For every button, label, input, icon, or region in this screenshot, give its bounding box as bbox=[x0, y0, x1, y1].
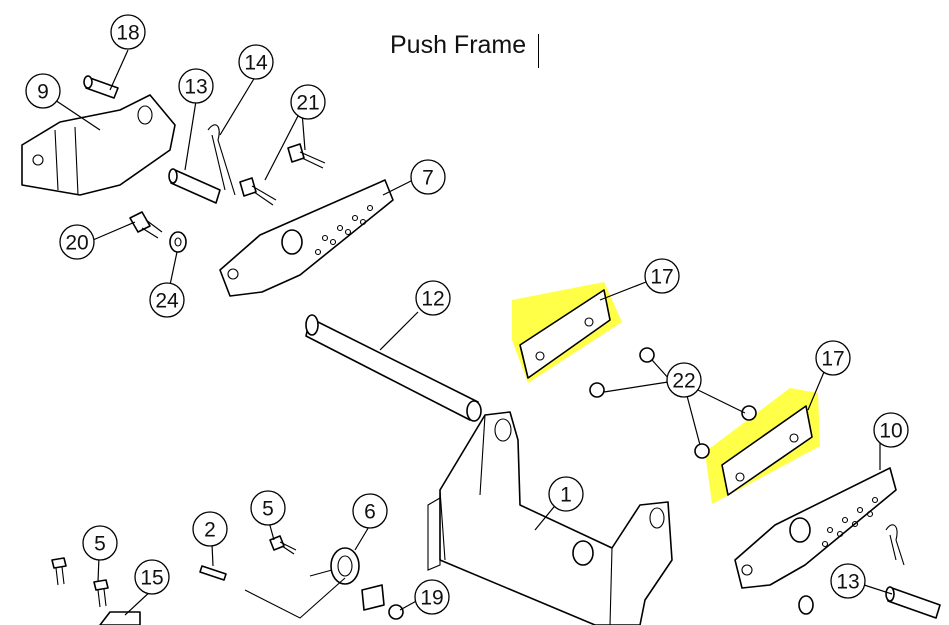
part-21-bolt-a bbox=[287, 143, 326, 169]
callout-circle bbox=[238, 44, 274, 80]
part-21-bolt-b bbox=[239, 177, 277, 206]
part-7-arm bbox=[219, 179, 394, 297]
callout-number: 22 bbox=[672, 370, 695, 393]
callout-12: 12 bbox=[415, 280, 451, 316]
callout-14: 14 bbox=[238, 44, 274, 80]
callout-number: 17 bbox=[650, 266, 673, 289]
callout-22: 22 bbox=[666, 362, 702, 398]
callout-18: 18 bbox=[110, 14, 146, 50]
callout-number: 13 bbox=[184, 76, 207, 99]
part-12-tube bbox=[305, 314, 482, 422]
callout-circle bbox=[149, 282, 185, 318]
callout-number: 17 bbox=[821, 348, 844, 371]
callout-15: 15 bbox=[134, 559, 170, 595]
callout-number: 5 bbox=[262, 498, 274, 521]
callout-number: 24 bbox=[155, 290, 179, 313]
callout-number: 2 bbox=[204, 519, 216, 542]
part-hairpin-lower bbox=[885, 524, 905, 566]
part-10-arm bbox=[734, 467, 897, 589]
part-15-bracket bbox=[99, 611, 141, 625]
part-19-nut bbox=[361, 584, 404, 620]
callout-number: 20 bbox=[65, 232, 88, 255]
part-9-bracket bbox=[21, 94, 176, 196]
callout-number: 1 bbox=[560, 484, 572, 507]
callout-number: 6 bbox=[364, 501, 376, 524]
callout-1: 1 bbox=[548, 476, 584, 512]
callout-21: 21 bbox=[290, 84, 326, 120]
part-2-pin bbox=[199, 565, 227, 581]
part-6-spring bbox=[244, 547, 360, 619]
callout-circle bbox=[250, 490, 286, 526]
text-cursor bbox=[538, 34, 539, 68]
part-14-hairpin bbox=[207, 124, 236, 196]
callout-5: 5 bbox=[82, 525, 118, 561]
part-17-plate-lower bbox=[721, 405, 813, 496]
callout-17: 17 bbox=[815, 340, 851, 376]
callout-circle bbox=[352, 493, 388, 529]
callout-number: 7 bbox=[422, 167, 434, 190]
part-18-pin bbox=[83, 75, 119, 99]
callout-circle bbox=[82, 525, 118, 561]
callout-10: 10 bbox=[873, 412, 909, 448]
callout-2: 2 bbox=[192, 511, 228, 547]
callout-circle bbox=[415, 280, 451, 316]
document-title: Push Frame bbox=[390, 31, 527, 59]
callout-number: 21 bbox=[296, 92, 319, 115]
callout-circle bbox=[290, 84, 326, 120]
callout-20: 20 bbox=[59, 224, 95, 260]
callout-24: 24 bbox=[149, 282, 185, 318]
part-washer-lower bbox=[798, 595, 814, 615]
callout-circle bbox=[25, 73, 61, 109]
callout-circle bbox=[110, 14, 146, 50]
part-24-washer bbox=[169, 231, 187, 253]
callout-circle bbox=[178, 68, 214, 104]
callout-19: 19 bbox=[414, 579, 450, 615]
callout-number: 14 bbox=[244, 52, 268, 75]
callout-number: 9 bbox=[37, 81, 49, 104]
part-20-bolt bbox=[129, 211, 163, 239]
leader-lines bbox=[54, 49, 893, 616]
callout-circle bbox=[666, 362, 702, 398]
callout-circle bbox=[548, 476, 584, 512]
callout-13: 13 bbox=[830, 563, 866, 599]
callout-number: 5 bbox=[94, 533, 106, 556]
part-13-pin-upper bbox=[168, 168, 221, 204]
callout-circle bbox=[192, 511, 228, 547]
callout-6: 6 bbox=[352, 493, 388, 529]
callout-circle bbox=[873, 412, 909, 448]
part-22-nuts bbox=[589, 347, 757, 459]
callout-circle bbox=[134, 559, 170, 595]
callout-13: 13 bbox=[178, 68, 214, 104]
callout-number: 10 bbox=[879, 420, 902, 443]
callout-number: 15 bbox=[140, 567, 163, 590]
part-1-frame bbox=[427, 411, 673, 625]
callout-9: 9 bbox=[25, 73, 61, 109]
part-13-pin-lower bbox=[885, 586, 941, 619]
part-17-plate-upper bbox=[519, 289, 611, 379]
callout-number: 12 bbox=[421, 288, 444, 311]
callout-5: 5 bbox=[250, 490, 286, 526]
callout-circle bbox=[410, 159, 446, 195]
callout-circle bbox=[644, 258, 680, 294]
part-5-bolts bbox=[51, 535, 297, 608]
callout-circle bbox=[59, 224, 95, 260]
callout-number: 19 bbox=[420, 587, 443, 610]
callout-circle bbox=[830, 563, 866, 599]
callout-circle bbox=[815, 340, 851, 376]
callout-circle bbox=[414, 579, 450, 615]
callout-7: 7 bbox=[410, 159, 446, 195]
callout-17: 17 bbox=[644, 258, 680, 294]
callout-number: 13 bbox=[836, 571, 859, 594]
callout-number: 18 bbox=[116, 22, 139, 45]
